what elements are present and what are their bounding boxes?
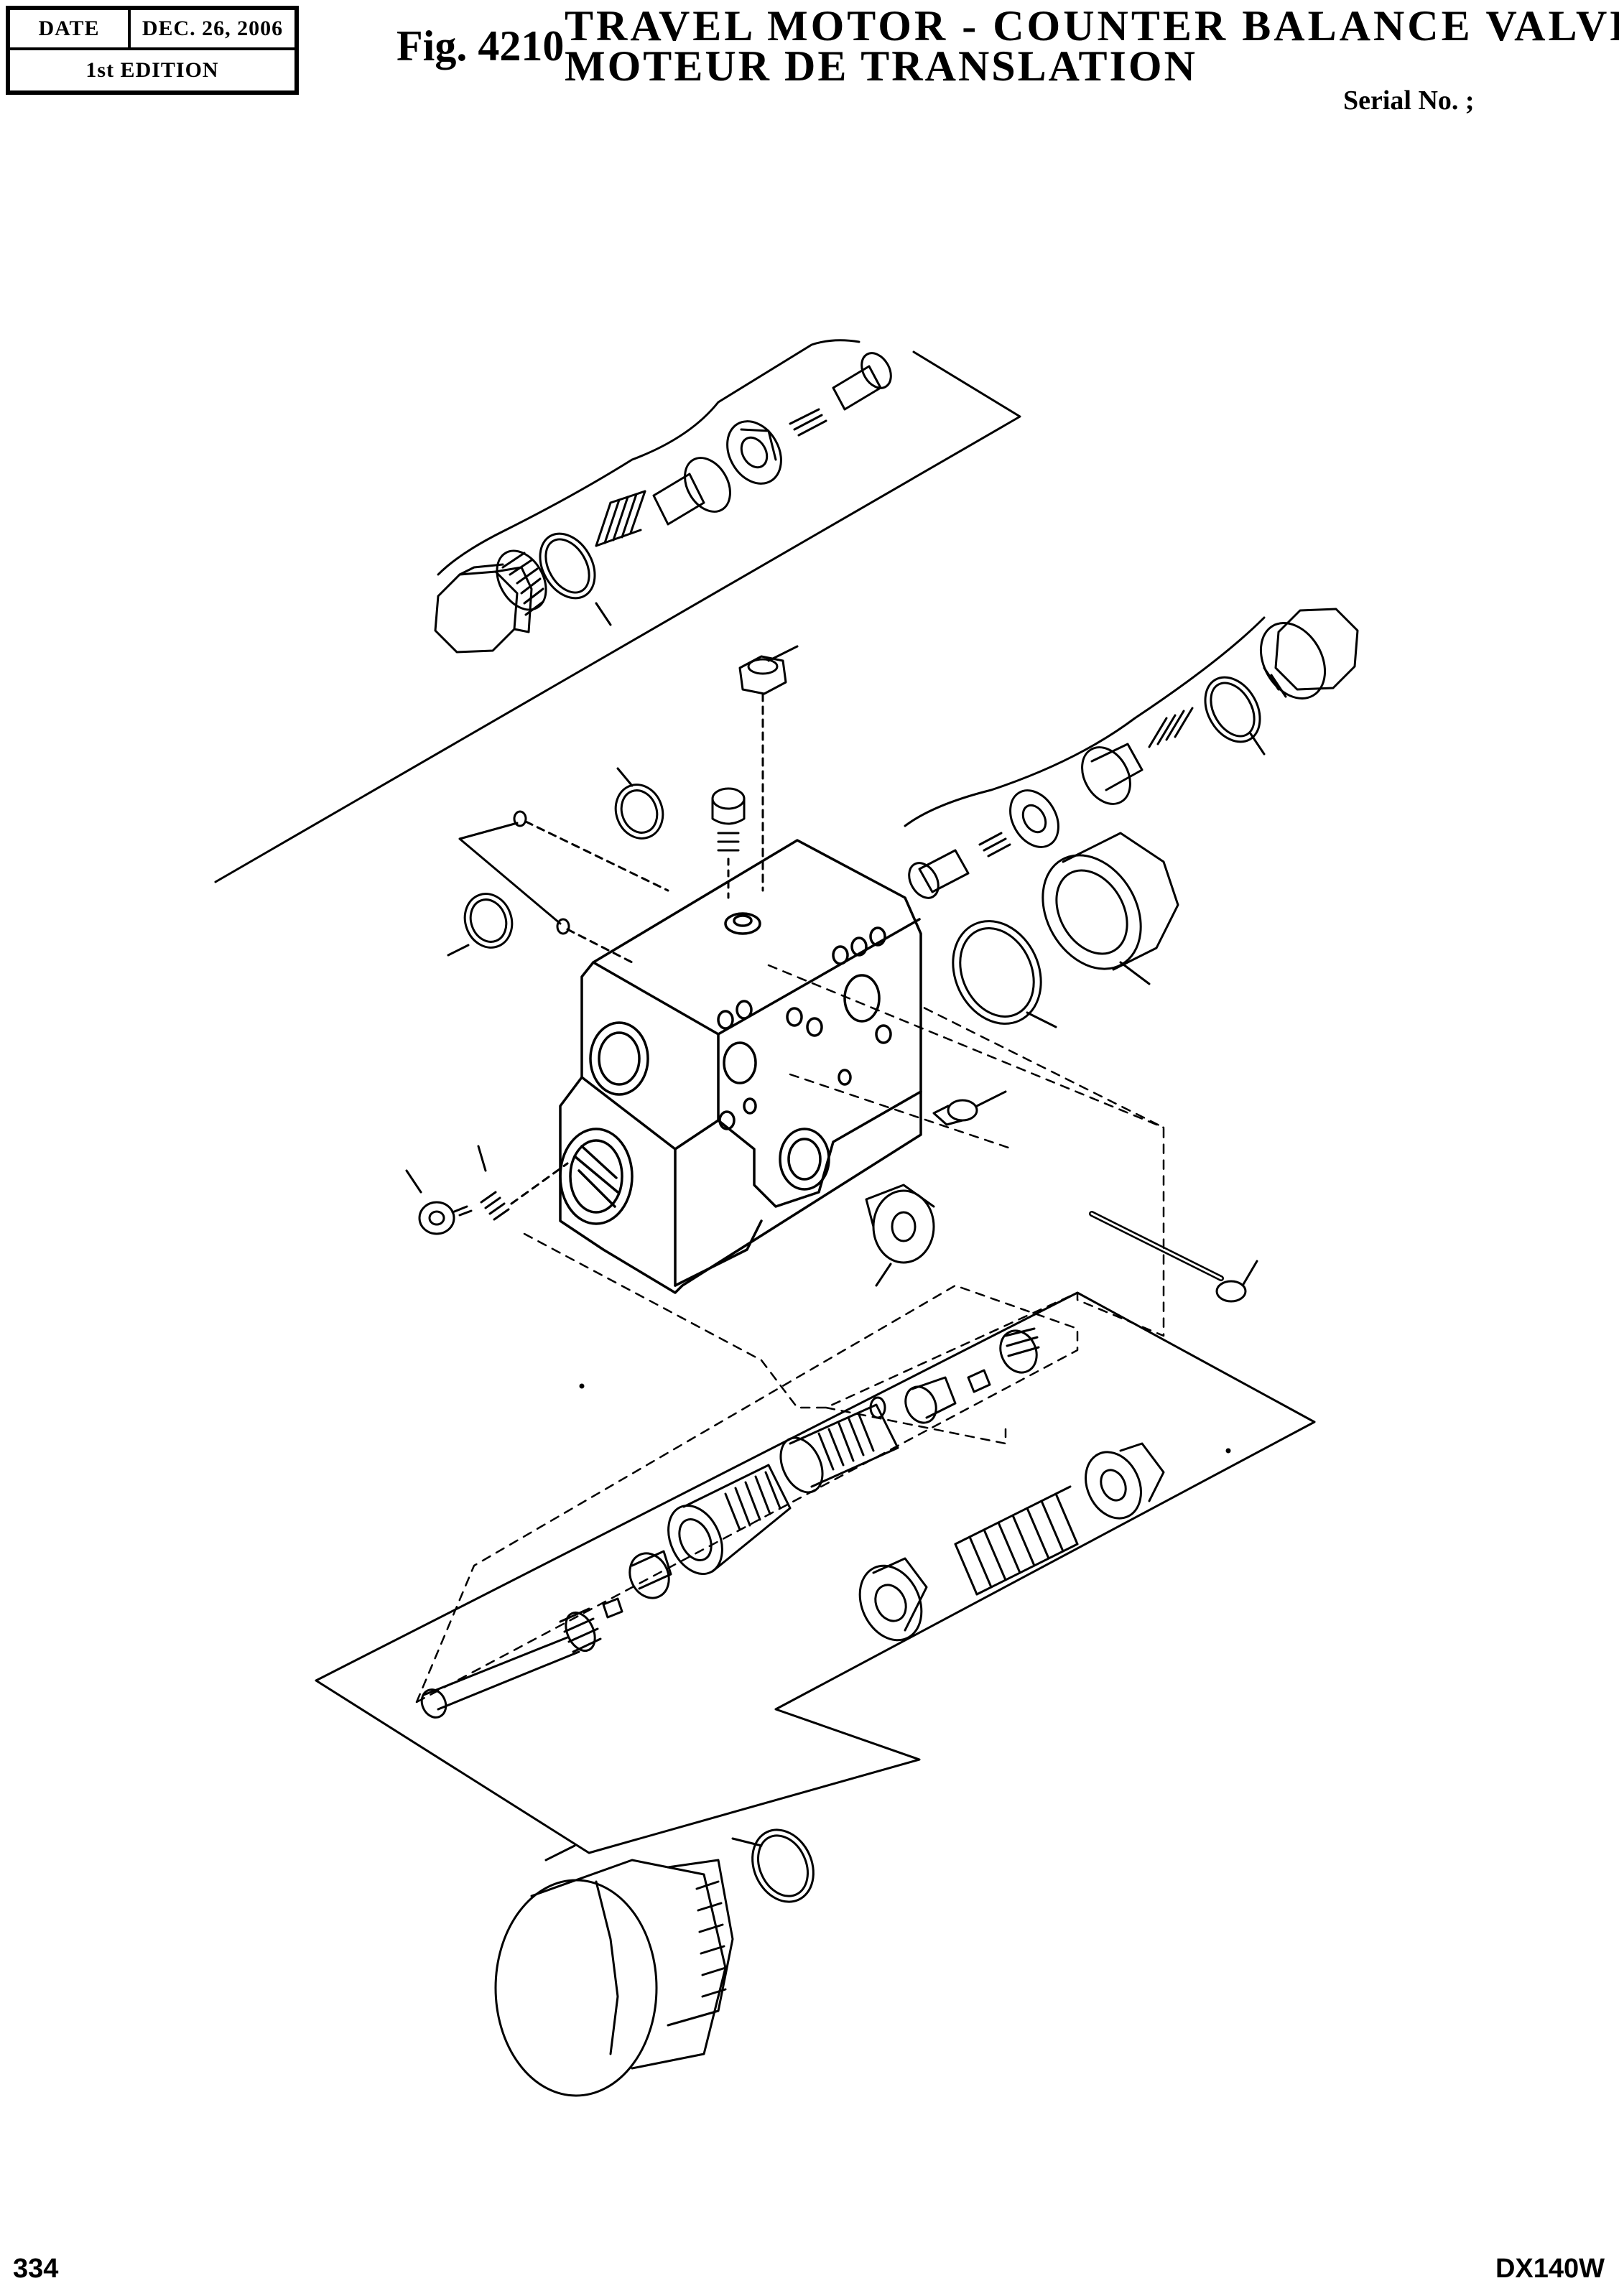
o-ring-upper-right: [1204, 676, 1261, 743]
serial-number: Serial No. ;: [1343, 85, 1475, 116]
spring-small-upper-left: [789, 408, 827, 437]
spool-end-cap: [904, 1376, 957, 1424]
o-ring-left-small: [447, 893, 514, 957]
poppet-upper-right: [1081, 743, 1143, 805]
hex-plug-right: [1259, 608, 1359, 700]
small-screw-left: [405, 1169, 473, 1235]
small-screw-right: [932, 1090, 1007, 1126]
pin-parts: [458, 810, 669, 964]
date-edition-box: DATE DEC. 26, 2006 1st EDITION: [6, 6, 299, 95]
title-line-1: TRAVEL MOTOR - COUNTER BALANCE VALVE: [565, 2, 1619, 50]
spring-upper-left: [595, 490, 646, 547]
small-pin-spool: [602, 1597, 623, 1619]
o-ring-top-center: [614, 767, 664, 840]
date-label: DATE: [10, 10, 131, 50]
title-line-2: MOTEUR DE TRANSLATION: [565, 42, 1197, 90]
o-ring-large-right: [952, 920, 1057, 1028]
date-value: DEC. 26, 2006: [131, 10, 294, 50]
spool-nut-back: [999, 1327, 1040, 1374]
spring-seat-lower: [1085, 1442, 1165, 1520]
valve-body: [559, 839, 922, 1294]
spool-small-pin-back: [967, 1369, 991, 1393]
large-plug-right: [1042, 832, 1179, 985]
hex-plug-left: [434, 563, 533, 654]
upper-right-cartridge-group: [904, 608, 1359, 899]
plug-thread-left: [496, 549, 547, 616]
hex-plug-bottom-large: [494, 1844, 734, 2097]
spool-rod: [420, 1607, 602, 1719]
o-ring-bottom: [731, 1828, 815, 1903]
spring-upper-right: [1148, 707, 1194, 748]
spring-small-upper-right: [978, 832, 1011, 857]
page-number: 334: [13, 2254, 59, 2284]
hex-plug-bottom: [865, 1184, 935, 1287]
o-ring-upper-left: [539, 532, 596, 600]
edition-label: 1st EDITION: [85, 58, 219, 82]
lower-spool-group: [315, 1284, 1316, 1854]
small-plug-top: [711, 787, 746, 899]
top-nut-part: [738, 645, 799, 892]
plunger-upper-right: [908, 849, 970, 899]
figure-number: Fig. 4210: [396, 22, 565, 70]
spool-sleeve-back: [779, 1396, 899, 1494]
spool-collar: [628, 1550, 672, 1599]
plunger-upper-left: [832, 352, 892, 411]
spring-lower-large: [858, 1485, 1079, 1642]
long-bolt: [1089, 1211, 1258, 1303]
model-code: DX140W: [1495, 2254, 1605, 2284]
upper-left-cartridge-group: [214, 339, 1021, 883]
poppet-upper-left: [652, 457, 731, 526]
small-spring-left: [477, 1145, 510, 1221]
seat-upper-left: [726, 420, 782, 485]
seat-upper-right: [1009, 789, 1059, 848]
spool-sleeve-front: [667, 1464, 792, 1576]
